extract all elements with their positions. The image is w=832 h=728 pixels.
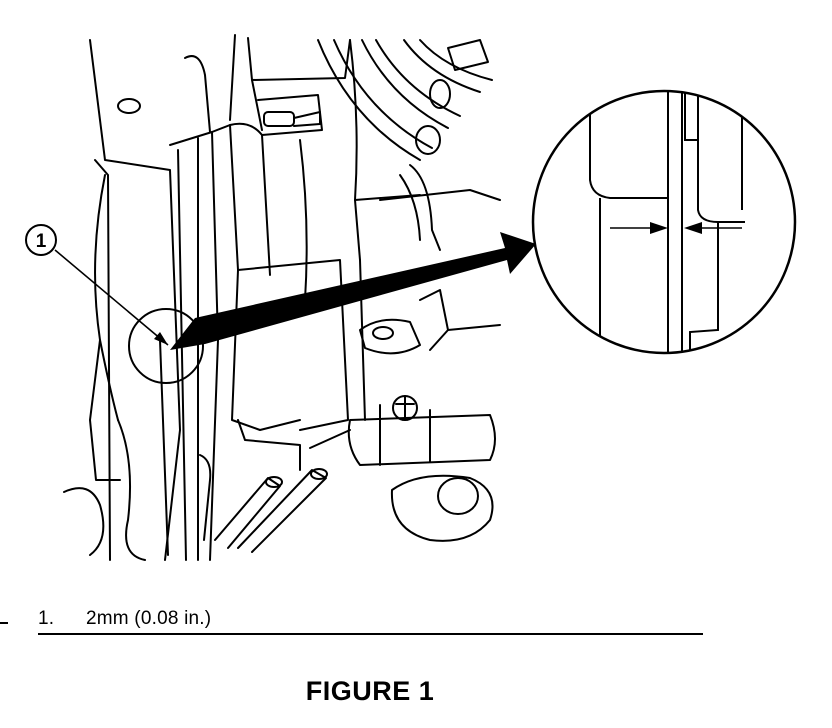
lower-tubes	[199, 429, 351, 553]
callout-badge: 1	[25, 224, 57, 256]
detail-circle-small	[128, 308, 204, 384]
callout-leader	[54, 249, 169, 346]
magnification-arrow	[170, 232, 536, 350]
gap-measurement-arrows	[610, 222, 742, 234]
legend-item-number: 1.	[38, 608, 55, 629]
left-housing	[63, 39, 181, 561]
callout-number: 1	[36, 231, 47, 252]
engine-block	[211, 34, 421, 471]
legend: 1. 2mm (0.08 in.)	[0, 600, 832, 640]
figure-caption: FIGURE 1	[305, 676, 435, 706]
legend-underline	[38, 633, 703, 635]
legend-item-text: 2mm (0.08 in.)	[86, 608, 212, 629]
legend-tick-mark	[0, 622, 8, 624]
belt-edge	[169, 55, 219, 561]
legend-item-1: 1. 2mm (0.08 in.)	[38, 608, 211, 630]
engine-illustration: 1	[25, 34, 797, 561]
lower-bracket	[347, 289, 501, 542]
detail-enlarged-view	[531, 89, 797, 355]
hoses	[317, 39, 501, 251]
